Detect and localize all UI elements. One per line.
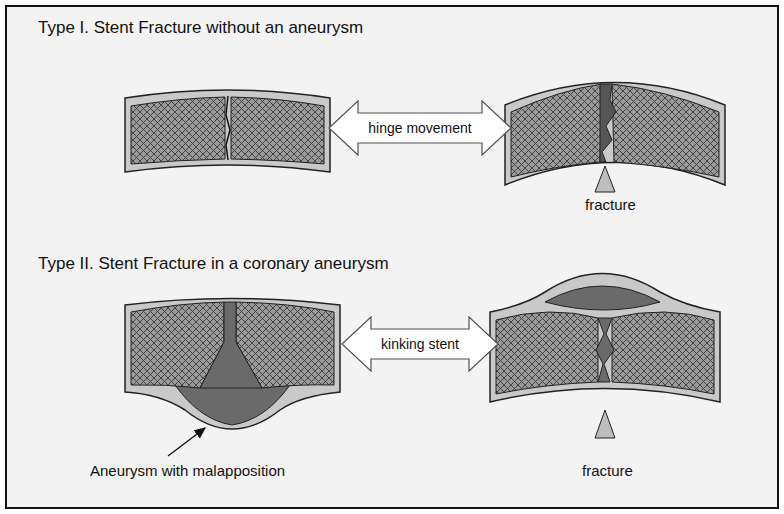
arrow-label: kinking stent: [381, 336, 459, 352]
fracture-label: fracture: [582, 462, 633, 479]
double-arrow: hinge movement: [328, 100, 512, 156]
type-heading: Type I. Stent Fracture without an aneury…: [38, 18, 363, 38]
aneurysm-label: Aneurysm with malapposition: [90, 462, 285, 479]
type-heading: Type II. Stent Fracture in a coronary an…: [38, 254, 389, 274]
fracture-label: fracture: [585, 196, 636, 213]
arrow-label: hinge movement: [368, 120, 472, 136]
double-arrow: kinking stent: [341, 316, 499, 372]
